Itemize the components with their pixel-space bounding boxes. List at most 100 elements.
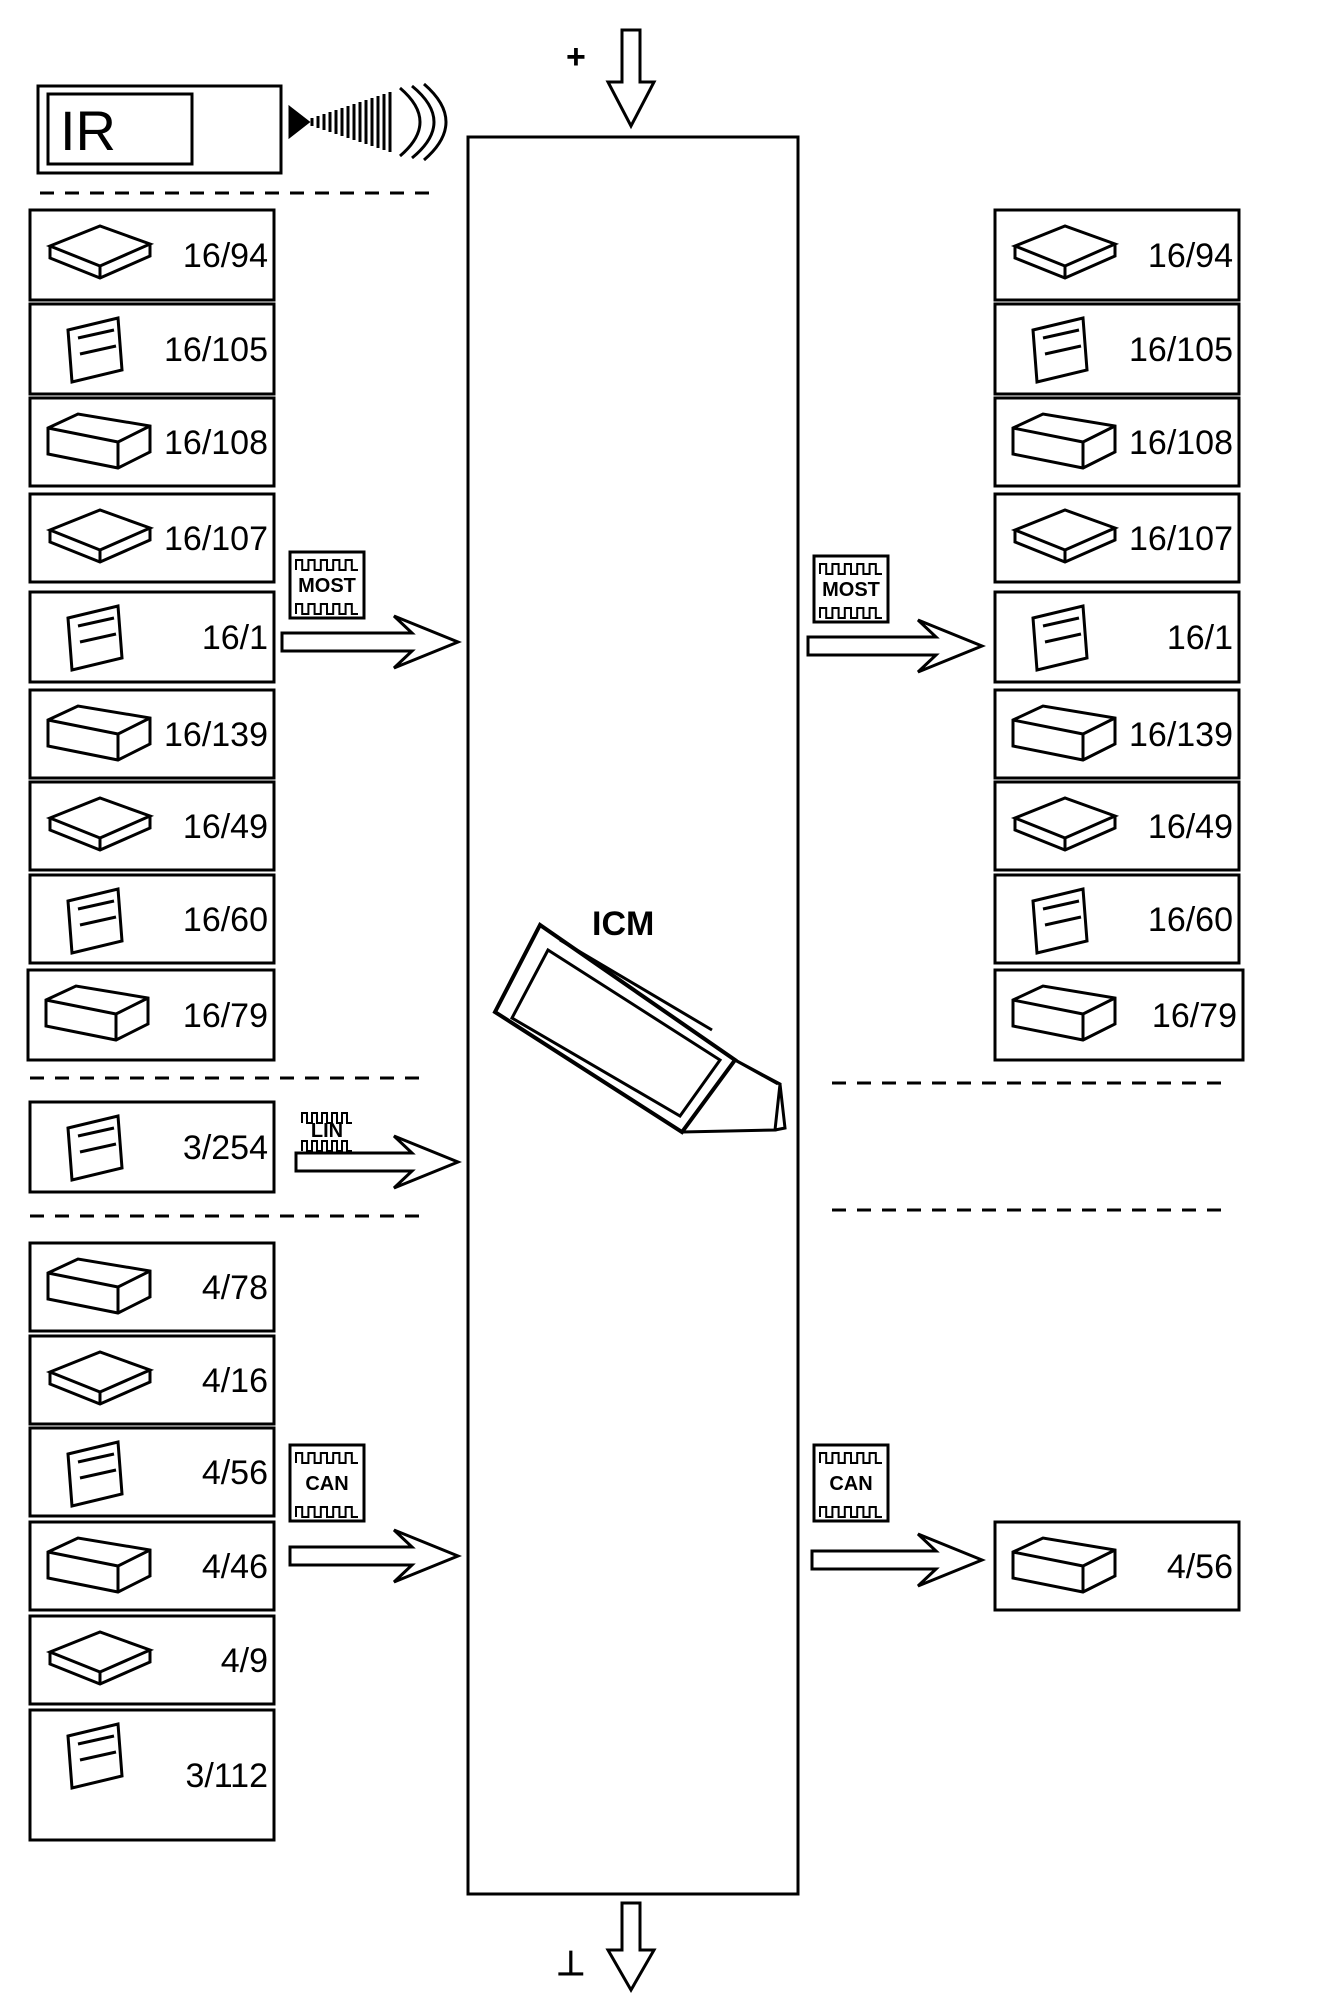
- module-frame: [28, 396, 276, 488]
- module-frame: [28, 1614, 276, 1706]
- module-frame: [993, 208, 1241, 302]
- module-box: 4/16: [28, 1334, 276, 1426]
- module-frame: [993, 968, 1245, 1062]
- module-box: 16/108: [993, 396, 1241, 488]
- module-box: 16/1: [28, 590, 276, 684]
- module-box: 16/107: [993, 492, 1241, 584]
- control-unit-icon: [1010, 508, 1120, 564]
- module-label: 16/139: [164, 716, 268, 754]
- arrow-down-icon: [605, 28, 657, 130]
- can-label: CAN: [829, 1473, 872, 1495]
- module-frame: [28, 873, 276, 965]
- module-label: 16/49: [183, 808, 268, 846]
- most-bus-icon: MOST: [288, 550, 366, 620]
- most-label: MOST: [298, 575, 356, 597]
- control-unit-icon: [45, 224, 155, 280]
- module-frame: [993, 780, 1241, 872]
- control-unit-icon: [1031, 887, 1089, 955]
- control-unit-icon: [46, 704, 152, 762]
- module-box: 16/79: [26, 968, 276, 1062]
- module-frame: [993, 688, 1241, 780]
- control-unit-icon: [66, 887, 124, 955]
- module-frame: [26, 968, 276, 1062]
- module-label: 16/49: [1148, 808, 1233, 846]
- module-label: 16/79: [1152, 997, 1237, 1035]
- module-box: 16/79: [993, 968, 1245, 1062]
- control-unit-icon: [45, 1630, 155, 1686]
- module-frame: [993, 1520, 1241, 1612]
- module-frame: [993, 590, 1241, 684]
- module-label: 4/16: [202, 1362, 268, 1400]
- ir-box: [36, 84, 283, 175]
- module-label: 16/94: [183, 237, 268, 275]
- module-box: 16/105: [993, 302, 1241, 396]
- control-unit-icon: [1011, 704, 1117, 762]
- module-label: 4/56: [202, 1454, 268, 1492]
- module-frame: [28, 1708, 276, 1842]
- signal-arrow: [806, 618, 986, 674]
- module-label: 3/112: [185, 1757, 268, 1795]
- module-label: 16/108: [164, 424, 268, 462]
- module-box: 16/60: [28, 873, 276, 965]
- control-unit-icon: [1011, 1536, 1117, 1594]
- module-label: 16/1: [202, 619, 268, 657]
- module-box: 16/105: [28, 302, 276, 396]
- most-label: MOST: [822, 579, 880, 601]
- module-box: 3/112: [28, 1708, 276, 1842]
- module-box: 16/139: [993, 688, 1241, 780]
- module-box: 16/1: [993, 590, 1241, 684]
- control-unit-icon: [66, 316, 124, 384]
- module-box: 16/49: [993, 780, 1241, 872]
- module-label: 16/60: [1148, 901, 1233, 939]
- control-unit-icon: [66, 1722, 124, 1790]
- module-label: 16/107: [1129, 520, 1233, 558]
- ir-label-frame: [46, 92, 194, 166]
- signal-arrow: [280, 614, 462, 670]
- control-unit-icon: [45, 508, 155, 564]
- signal-arrow: [288, 1528, 462, 1584]
- control-unit-icon: [45, 796, 155, 852]
- control-unit-icon: [45, 1350, 155, 1406]
- module-box: 16/94: [28, 208, 276, 302]
- control-unit-icon: [1031, 316, 1089, 384]
- module-box: 4/46: [28, 1520, 276, 1612]
- control-unit-icon: [1011, 984, 1117, 1042]
- ir-signal-icon: [288, 82, 448, 162]
- module-label: 16/108: [1129, 424, 1233, 462]
- module-label: 4/46: [202, 1548, 268, 1586]
- lin-label: LIN: [311, 1120, 343, 1142]
- module-label: 16/139: [1129, 716, 1233, 754]
- module-label: 16/60: [183, 901, 268, 939]
- module-frame: [28, 590, 276, 684]
- display-unit-icon: [492, 922, 787, 1135]
- icm-label: ICM: [592, 905, 654, 943]
- module-box: 4/78: [28, 1241, 276, 1333]
- module-label: 16/1: [1167, 619, 1233, 657]
- control-unit-icon: [66, 604, 124, 672]
- module-box: 16/60: [993, 873, 1241, 965]
- ground-symbol: ⊥: [556, 1945, 586, 1983]
- module-box: 4/56: [993, 1520, 1241, 1612]
- control-unit-icon: [66, 1440, 124, 1508]
- module-label: 4/56: [1167, 1548, 1233, 1586]
- module-label: 16/107: [164, 520, 268, 558]
- module-frame: [993, 302, 1241, 396]
- module-box: 4/56: [28, 1426, 276, 1518]
- lin-bus-icon: LIN: [301, 1112, 352, 1152]
- module-frame: [28, 1334, 276, 1426]
- module-frame: [28, 1241, 276, 1333]
- module-frame: [28, 492, 276, 584]
- module-frame: [993, 396, 1241, 488]
- module-label: 4/78: [202, 1269, 268, 1307]
- control-unit-icon: [1010, 796, 1120, 852]
- control-unit-icon: [44, 984, 150, 1042]
- control-unit-icon: [46, 412, 152, 470]
- module-box: 4/9: [28, 1614, 276, 1706]
- signal-arrow: [294, 1134, 462, 1190]
- module-frame: [28, 1520, 276, 1612]
- ir-label: IR: [60, 99, 116, 162]
- module-box: 16/49: [28, 780, 276, 872]
- module-box: 3/254: [28, 1100, 276, 1194]
- can-bus-icon: CAN: [812, 1443, 890, 1523]
- module-frame: [28, 688, 276, 780]
